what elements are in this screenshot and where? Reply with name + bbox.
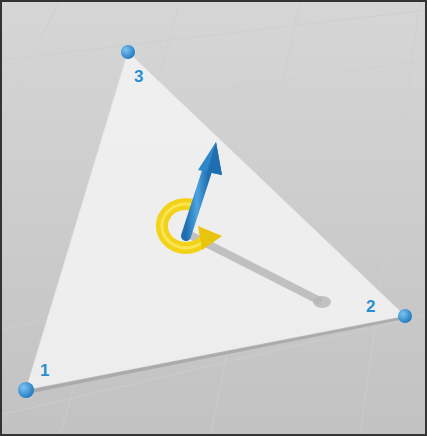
vertex-number: 3 xyxy=(134,68,143,85)
vertex-number: 1 xyxy=(40,362,49,379)
vertex-number: 2 xyxy=(366,298,375,315)
